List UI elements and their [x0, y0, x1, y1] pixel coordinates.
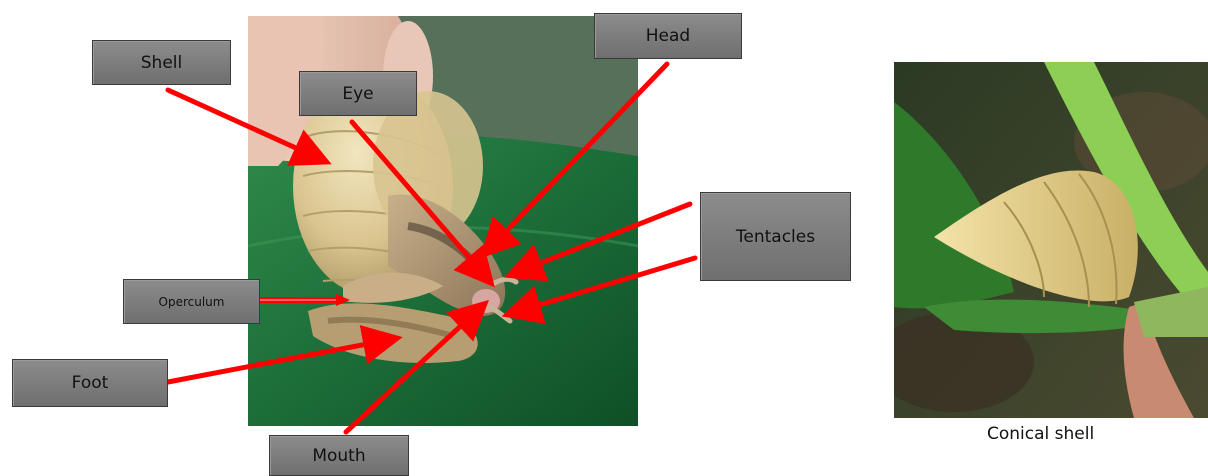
- tentacle-arrow-lower: [516, 258, 695, 312]
- tentacle-arrow-upper: [518, 204, 690, 272]
- foot-arrow: [168, 340, 388, 382]
- eye-label: Eye: [299, 71, 417, 116]
- operculum-arrow: [260, 294, 350, 306]
- conical-shell-caption: Conical shell: [987, 424, 1094, 444]
- foot-label: Foot: [12, 359, 168, 407]
- shell-arrow: [168, 90, 318, 158]
- eye-arrow: [352, 122, 485, 276]
- tentacles-label: Tentacles: [700, 192, 851, 281]
- shell-label: Shell: [92, 40, 231, 85]
- mouth-arrow: [346, 310, 478, 432]
- mouth-label: Mouth: [269, 435, 409, 476]
- head-arrow: [490, 64, 667, 248]
- head-label: Head: [594, 13, 742, 59]
- operculum-label: Operculum: [123, 279, 260, 324]
